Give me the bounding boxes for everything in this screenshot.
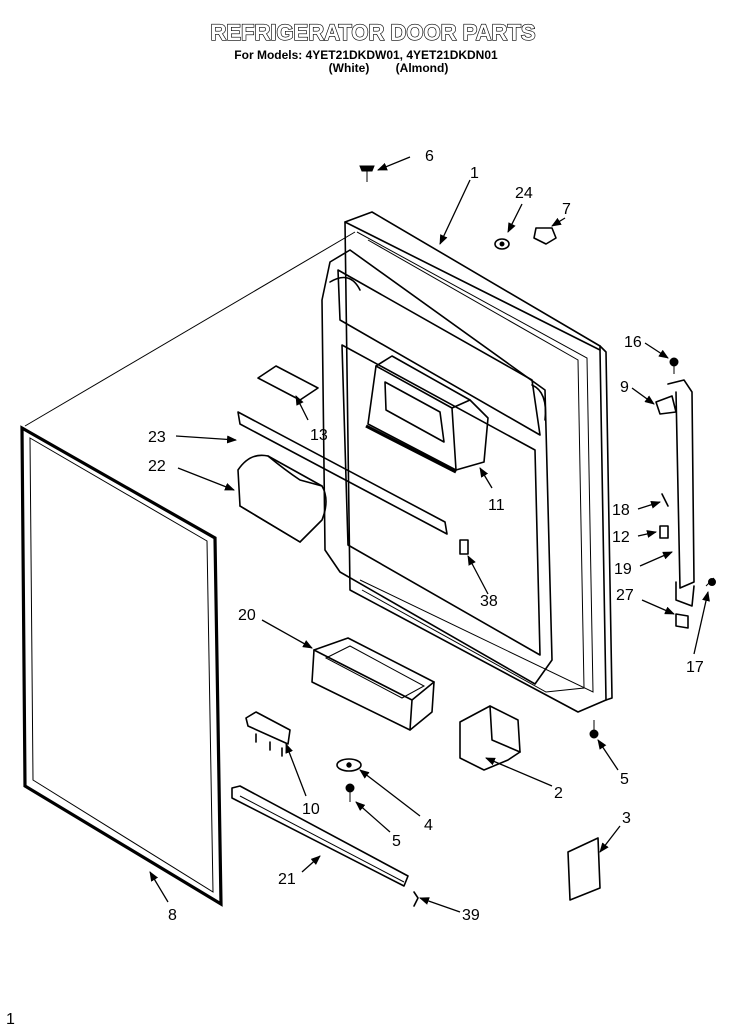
callout-5-lower: 5 (392, 833, 401, 850)
plug-cap (533, 227, 557, 245)
callout-1: 1 (470, 165, 479, 182)
callout-12: 12 (612, 529, 630, 546)
clip-part-39 (413, 891, 419, 907)
bracket-cover (459, 705, 521, 771)
callout-23: 23 (148, 429, 166, 446)
page-number: 1 (6, 1011, 15, 1028)
callout-10: 10 (302, 801, 320, 818)
callout-20: 20 (238, 607, 256, 624)
callout-18: 18 (612, 502, 630, 519)
callout-22: 22 (148, 458, 166, 475)
door-liner (321, 211, 613, 713)
callout-17: 17 (686, 659, 704, 676)
callout-27: 27 (616, 587, 634, 604)
clip-part-38 (459, 539, 469, 555)
spacer-part-18 (661, 493, 669, 507)
hinge-washer (336, 758, 362, 772)
leader-lines (149, 156, 710, 913)
clip-part-12 (659, 525, 669, 539)
screw-part-5-upper (589, 720, 599, 739)
callout-8: 8 (168, 907, 177, 924)
callout-6: 6 (425, 148, 434, 165)
small-panel (257, 365, 319, 401)
diagram-title: REFRIGERATOR DOOR PARTS (210, 20, 535, 45)
screw-part-5-lower (345, 783, 355, 802)
callout-2: 2 (554, 785, 563, 802)
callout-4: 4 (424, 817, 433, 834)
callout-13: 13 (310, 427, 328, 444)
color-almond: (Almond) (396, 61, 449, 75)
callout-16: 16 (624, 334, 642, 351)
door-gasket (20, 231, 356, 907)
hinge-block (245, 711, 291, 757)
trim-strip (231, 785, 409, 887)
door-hinge-bracket (655, 379, 695, 607)
screw-part-6 (359, 165, 375, 182)
upper-bin (365, 355, 489, 474)
callout-39: 39 (462, 907, 480, 924)
screw-part-17 (705, 577, 716, 587)
callout-21: 21 (278, 871, 296, 888)
color-white: (White) (329, 61, 370, 75)
callout-5-upper: 5 (620, 771, 629, 788)
stop-part-27 (675, 613, 689, 629)
callout-38: 38 (480, 593, 498, 610)
shelf-rail (237, 411, 448, 535)
callout-11: 11 (488, 497, 505, 514)
dairy-cover (237, 454, 327, 543)
callout-3: 3 (622, 810, 631, 827)
door-shelf (311, 637, 435, 731)
callout-7: 7 (562, 201, 571, 218)
label-card (567, 837, 601, 901)
callout-24: 24 (515, 185, 533, 202)
models-line: For Models: 4YET21DKDW01, 4YET21DKDN01 (234, 48, 498, 62)
screw-part-16 (669, 357, 679, 374)
plug-button (494, 238, 510, 250)
callout-9: 9 (620, 379, 629, 396)
callout-19: 19 (614, 561, 632, 578)
